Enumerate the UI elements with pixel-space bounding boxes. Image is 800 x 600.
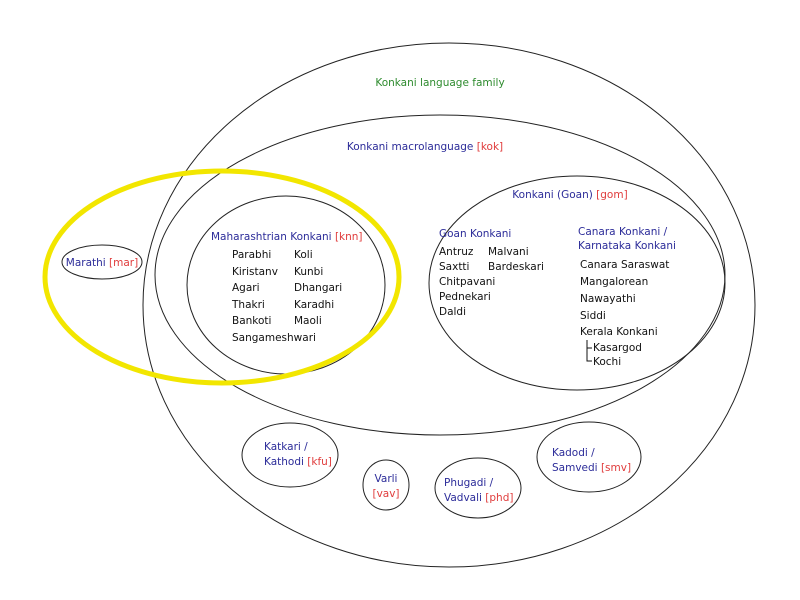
varli-ellipse	[362, 459, 410, 511]
svg-text:Bankoti: Bankoti	[232, 315, 271, 327]
highlight-ellipse	[42, 168, 402, 386]
kadodi-ellipse	[536, 421, 642, 493]
katkari-ellipse	[241, 422, 339, 488]
kadodi-label-2: Samvedi [smv]	[552, 462, 631, 474]
svg-text:Agari: Agari	[232, 282, 260, 294]
marathi-ellipse	[61, 244, 143, 280]
svg-text:Siddi: Siddi	[580, 310, 606, 322]
goan-label: Konkani (Goan) [gom]	[512, 189, 627, 201]
svg-text:Kasargod: Kasargod	[593, 342, 642, 354]
marathi-label: Marathi [mar]	[66, 257, 138, 269]
katkari-label-2: Kathodi [kfu]	[264, 456, 332, 468]
goan-konkani-list: Antruz Saxtti Chitpavani Pednekari Daldi…	[439, 246, 544, 318]
maharashtrian-label: Maharashtrian Konkani [knn]	[211, 231, 363, 243]
svg-text:Kiristanv: Kiristanv	[232, 266, 278, 278]
svg-text:Maoli: Maoli	[294, 315, 322, 327]
canara-title: Canara Konkani /	[578, 226, 668, 238]
svg-text:Kunbi: Kunbi	[294, 266, 323, 278]
phugadi-label-2: Vadvali [phd]	[444, 492, 513, 504]
svg-text:Dhangari: Dhangari	[294, 282, 342, 294]
katkari-label-1: Katkari /	[264, 441, 308, 453]
svg-text:Koli: Koli	[294, 249, 313, 261]
svg-text:Antruz: Antruz	[439, 246, 474, 258]
kadodi-label-1: Kadodi /	[552, 447, 595, 459]
canara-title-2: Karnataka Konkani	[578, 240, 676, 252]
family-ellipse	[142, 42, 756, 568]
svg-text:Nawayathi: Nawayathi	[580, 293, 636, 305]
maharashtrian-list: Parabhi Kiristanv Agari Thakri Bankoti S…	[231, 249, 342, 344]
svg-text:Pednekari: Pednekari	[439, 291, 491, 303]
svg-text:Saxtti: Saxtti	[439, 261, 469, 273]
svg-text:Parabhi: Parabhi	[232, 249, 271, 261]
macro-label: Konkani macrolanguage [kok]	[347, 141, 503, 153]
canara-list: Canara Saraswat Mangalorean Nawayathi Si…	[580, 259, 669, 368]
svg-text:Malvani: Malvani	[488, 246, 529, 258]
svg-text:Sangameshwari: Sangameshwari	[232, 332, 316, 344]
family-title: Konkani language family	[375, 77, 504, 89]
svg-text:Canara Saraswat: Canara Saraswat	[580, 259, 669, 271]
svg-text:Kerala Konkani: Kerala Konkani	[580, 326, 658, 338]
svg-text:Karadhi: Karadhi	[294, 299, 334, 311]
varli-code: [vav]	[372, 488, 399, 500]
phugadi-label-1: Phugadi /	[444, 477, 494, 489]
svg-text:Thakri: Thakri	[231, 299, 265, 311]
goan-konkani-title: Goan Konkani	[439, 228, 511, 240]
phugadi-ellipse	[434, 457, 522, 519]
svg-text:Mangalorean: Mangalorean	[580, 276, 648, 288]
varli-label: Varli	[375, 473, 398, 485]
goan-ellipse	[428, 175, 726, 391]
svg-text:Kochi: Kochi	[593, 356, 621, 368]
svg-text:Bardeskari: Bardeskari	[488, 261, 544, 273]
svg-text:Daldi: Daldi	[439, 306, 466, 318]
svg-text:Chitpavani: Chitpavani	[439, 276, 495, 288]
